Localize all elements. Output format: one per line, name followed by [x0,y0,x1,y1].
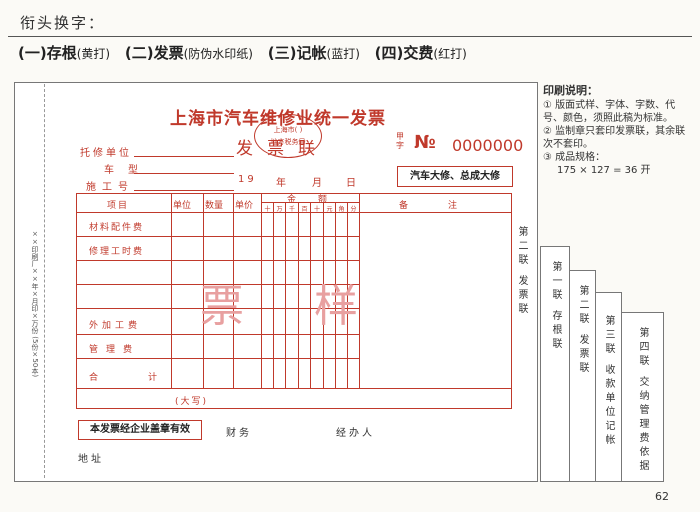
client-line [134,156,234,157]
digit-label: 千 [288,206,295,213]
row-management: 管理费 [89,345,141,355]
copy-3: (三)记帐(蓝打) [267,44,360,62]
copies-line: (一)存根(黄打) (二)发票(防伪水印纸) (三)记帐(蓝打) (四)交费(红… [18,42,477,63]
col-qty: 数量 [205,201,224,211]
invoice-number: 0000000 [452,136,524,155]
copy-sheet-1: 第一联 存根联 [540,246,570,482]
digit-label: 元 [326,206,333,213]
work-line [134,190,234,191]
copy-sheet-2-label: 第二联 发票联 [577,285,588,377]
panel-copy-label: 第二联 发票联 [516,226,527,318]
header-title: 衔头换字： [20,14,106,32]
page-number: 62 [655,490,669,503]
digit-label: 十 [264,206,271,213]
copy-sheet-1-label: 第一联 存根联 [550,261,561,353]
note-item: ③ 成品规格： [543,152,606,163]
col-price: 单价 [235,201,254,211]
printing-notes: 印刷说明： ① 版面式样、字体、字数、代号、颜色，须照此稿为标准。 ② 监制章只… [543,84,693,177]
client-label: 托修单位 [80,148,132,159]
date-year-unit: 年 [276,178,289,189]
col-notes: 备注 [399,201,498,211]
finance-label: 财务 [226,428,252,439]
row-materials: 材料配件费 [89,223,145,233]
digit-label: 万 [276,206,283,213]
row-outsourcing: 外加工费 [89,321,142,331]
vehicle-line [134,173,234,174]
invoice-table: 项目 单位 数量 单价 金额 备注 十 万 千 百 十 元 角 分 材料配件费 … [76,193,512,409]
copy-4: (四)交费(红打) [374,44,467,62]
date-year: 19 [238,174,257,185]
copy-sheet-4-label: 第四联 交纳管理费依据 [637,327,648,475]
note-item: ② 监制章只套印发票联，其余联次不套印。 [543,126,686,150]
business-stamp-notice: 本发票经企业盖章有效 [78,420,202,440]
note-item: 175 × 127 = 36 开 [557,165,651,176]
perforation-line [44,84,45,478]
tax-seal: 上海市( ) 地方税务局 [254,114,322,158]
copy-sheet-2: 第二联 发票联 [568,270,596,482]
invoice-subtitle: 发票联 [236,139,329,159]
service-badge: 汽车大修、总成大修 [397,166,513,187]
vehicle-label: 车型 [104,165,152,176]
sample-watermark: 票样 [200,281,428,332]
digit-label: 分 [350,206,357,213]
col-unit: 单位 [173,201,192,211]
copy-sheet-3: 第三联 收款单位记帐 [594,292,622,482]
work-label: 施工号 [86,182,134,193]
address-label: 地址 [78,454,104,465]
digit-label: 十 [313,206,320,213]
printer-info: ××印刷厂××年×月印×万份 (5份×50本) [31,230,39,378]
copy-1: (一)存根(黄打) [18,44,111,62]
copy-sheet-3-label: 第三联 收款单位记帐 [603,315,614,449]
digit-label: 百 [301,206,308,213]
daxie-label: (大写) [175,397,209,407]
notes-title: 印刷说明： [543,84,598,97]
copy-2: (二)发票(防伪水印纸) [124,44,253,62]
row-labor: 修理工时费 [89,247,145,257]
digit-label: 角 [338,206,345,213]
header-divider [8,36,692,37]
number-symbol: № [414,132,436,153]
date-month: 月 [312,178,325,189]
row-total: 合计 [89,373,208,383]
jiazi-label: 甲字 [396,132,404,150]
col-item: 项目 [107,201,130,211]
handler-label: 经办人 [336,428,375,439]
col-amount: 金额 [287,195,350,205]
date-day: 日 [346,178,359,189]
copy-sheet-4: 第四联 交纳管理费依据 [620,312,664,482]
note-item: ① 版面式样、字体、字数、代号、颜色，须照此稿为标准。 [543,100,676,124]
